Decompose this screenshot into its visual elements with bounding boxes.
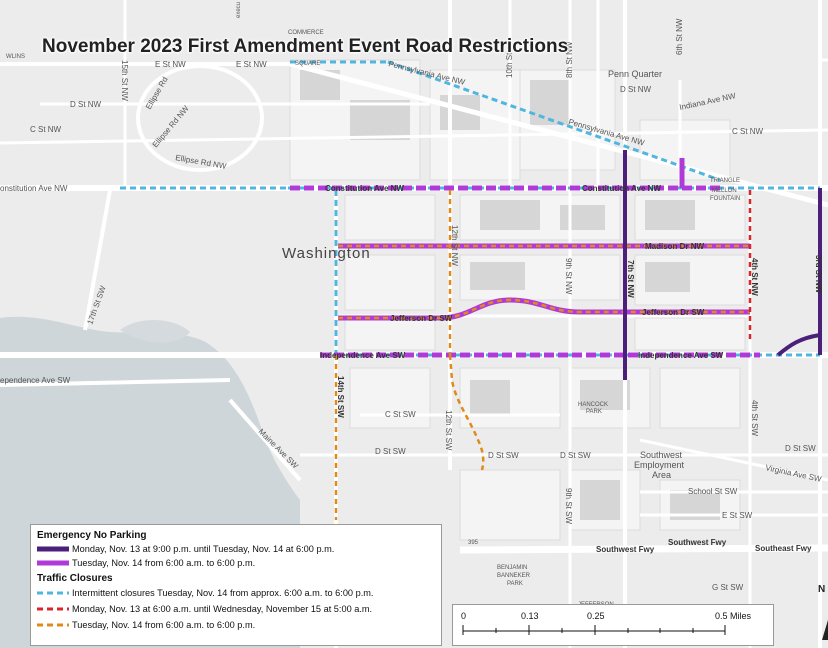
traffic-closures-tuesday (334, 190, 750, 520)
label-school-st: School St SW (688, 487, 738, 496)
label-banneker-1: BENJAMIN (497, 565, 527, 571)
label-d-st: D St NW (70, 100, 102, 109)
label-c-st: C St NW (30, 125, 62, 134)
label-hancock-1: HANCOCK (578, 402, 608, 408)
label-d-st-sw-3: D St SW (560, 451, 591, 460)
label-madison: Madison Dr NW (645, 242, 705, 251)
legend-swatch-purple (37, 559, 69, 567)
label-execu: execu (236, 2, 242, 18)
label-sw-employment-2: Employment (634, 460, 685, 470)
label-10th: 10th St (505, 52, 514, 78)
label-triangle-2: MELLON (712, 188, 737, 194)
label-e-st: E St NW (236, 60, 267, 69)
legend-heading-parking: Emergency No Parking (37, 530, 147, 541)
scale-bar-graphic (462, 625, 726, 635)
label-constitution-east: Constitution Ave NW (582, 184, 661, 193)
scale-tick-label: 0.25 (587, 611, 605, 621)
label-jefferson-east: Jefferson Dr SW (642, 308, 705, 317)
label-8th: 8th St NW (565, 41, 574, 78)
label-15th: 15th St NW (120, 60, 129, 101)
reflecting-water (120, 320, 190, 343)
label-sw-employment-1: Southwest (640, 450, 683, 460)
scale-tick-label: 0.13 (521, 611, 539, 621)
label-7th: 7th St NW (626, 260, 635, 298)
map-labels: E St NW E St NW D St NW C St NW C St NW … (0, 2, 825, 608)
label-14th: 14th St SW (336, 376, 345, 418)
label-12th-nw: 12th St NW (450, 225, 459, 266)
legend-label: Monday, Nov. 13 at 6:00 a.m. until Wedne… (72, 604, 373, 614)
label-independence-east: Independence Ave SW (638, 351, 724, 360)
scale-tick-label: 0.5 Miles (715, 611, 752, 621)
label-hancock-2: PARK (586, 409, 602, 415)
legend-label: Tuesday, Nov. 14 from 6:00 a.m. to 6:00 … (72, 620, 256, 630)
legend-label: Monday, Nov. 13 at 9:00 p.m. until Tuesd… (72, 544, 335, 554)
label-12th-sw: 12th St SW (444, 410, 453, 451)
legend-heading-closures: Traffic Closures (37, 573, 113, 584)
label-4th-sw: 4th St SW (750, 400, 759, 436)
legend-item: Tuesday, Nov. 14 from 6:00 a.m. to 6:00 … (37, 620, 255, 630)
label-banneker-2: BANNEKER (497, 573, 531, 579)
legend: Emergency No Parking Monday, Nov. 13 at … (30, 524, 442, 646)
label-se-fwy: Southeast Fwy (755, 544, 812, 553)
label-sw-employment-3: Area (652, 470, 671, 480)
label-9th-sw: 9th St SW (564, 488, 573, 524)
label-3rd: 3rd St NW (814, 255, 823, 294)
label-c-st-east: C St NW (732, 127, 764, 136)
label-9th-nw: 9th St NW (564, 258, 573, 295)
label-city: Washington (282, 245, 371, 262)
north-arrow-icon (822, 620, 828, 640)
label-d-st-east: D St NW (620, 85, 652, 94)
label-independence: Independence Ave SW (320, 351, 406, 360)
legend-item: Monday, Nov. 13 at 6:00 a.m. until Wedne… (37, 604, 372, 614)
legend-item: Tuesday, Nov. 14 from 6:00 a.m. to 6:00 … (37, 558, 255, 568)
label-d-st-sw: D St SW (375, 447, 406, 456)
label-penn-quarter: Penn Quarter (608, 69, 662, 79)
label-square: SQUARE (295, 61, 320, 67)
legend-label: Intermittent closures Tuesday, Nov. 14 f… (72, 588, 374, 598)
legend-swatch-red (37, 605, 69, 613)
legend-swatch-light-blue (37, 589, 69, 597)
label-4th-nw: 4th St NW (750, 258, 759, 296)
label-wlins: WLINS (6, 54, 25, 60)
label-e-st: E St NW (155, 60, 186, 69)
label-commerce: COMMERCE (288, 30, 324, 36)
legend-swatch-orange (37, 621, 69, 629)
scale-bar: 0 0.13 0.25 0.5 Miles (452, 604, 774, 646)
label-sw-fwy-2: Southwest Fwy (668, 538, 727, 547)
label-constitution: Constitution Ave NW (325, 184, 404, 193)
label-route-395: 395 (468, 540, 479, 546)
label-e-st-sw: E St SW (722, 511, 753, 520)
scale-tick-label: 0 (461, 611, 467, 621)
label-independence-west: ependence Ave SW (0, 376, 71, 385)
label-triangle-1: TRIANGLE (710, 178, 740, 184)
label-constitution-west: onstitution Ave NW (0, 184, 68, 193)
label-g-st-sw: G St SW (712, 583, 744, 592)
label-d-st-sw-2: D St SW (488, 451, 519, 460)
legend-item: Intermittent closures Tuesday, Nov. 14 f… (37, 588, 373, 598)
label-d-st-sw-4: D St SW (785, 444, 816, 453)
label-6th: 6th St NW (675, 18, 684, 55)
no-parking-monday (623, 150, 822, 380)
label-triangle-3: FOUNTAIN (710, 196, 740, 202)
label-jefferson: Jefferson Dr SW (390, 314, 453, 323)
legend-swatch-dark-purple (37, 545, 69, 553)
map-title: November 2023 First Amendment Event Road… (42, 36, 569, 57)
label-sw-fwy: Southwest Fwy (596, 545, 655, 554)
north-arrow-label: N (818, 584, 825, 595)
legend-label: Tuesday, Nov. 14 from 6:00 a.m. to 6:00 … (72, 558, 256, 568)
buildings (300, 70, 720, 520)
label-c-st-sw: C St SW (385, 410, 416, 419)
label-banneker-3: PARK (507, 581, 523, 587)
legend-item: Monday, Nov. 13 at 9:00 p.m. until Tuesd… (37, 544, 334, 554)
